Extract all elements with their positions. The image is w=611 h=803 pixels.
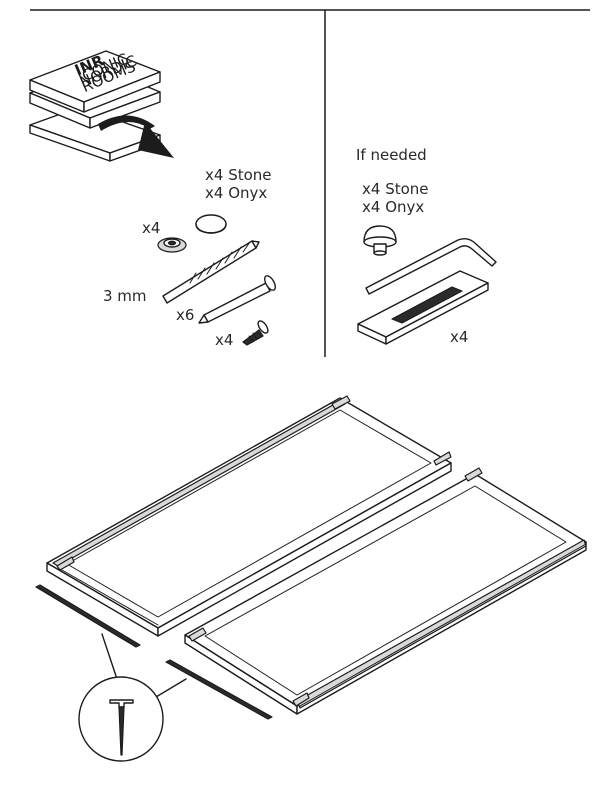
dowel-pin-icon [198, 275, 276, 324]
washer-qty: x4 [142, 219, 160, 237]
allen-key-icon [365, 237, 497, 295]
unpack-arrow-icon [98, 115, 174, 158]
profile-detail-callout [78, 633, 187, 762]
frame-panel-right [184, 467, 587, 715]
screw-qty: x4 [215, 331, 233, 349]
mounting-bracket-icon [357, 270, 489, 345]
optional-caps-label: x4 Stone x4 Onyx [362, 180, 433, 216]
drill-size-label: 3 mm [103, 287, 147, 305]
caps-label: x4 Stone x4 Onyx [205, 166, 276, 202]
pin-qty: x6 [176, 306, 194, 324]
edge-strip-left [35, 584, 141, 648]
drill-bit-icon [162, 240, 260, 304]
washer-icon [157, 237, 187, 253]
bracket-qty: x4 [450, 328, 468, 346]
edge-strip-right [165, 659, 273, 720]
screw-icon [242, 320, 269, 346]
frame-panel-left [46, 395, 452, 637]
optional-header: If needed [356, 146, 427, 164]
package-box: INR ICONIC NORDIC ROOMS [29, 50, 161, 162]
adjuster-cap-icon [363, 225, 397, 256]
cover-cap-icon [195, 214, 227, 234]
